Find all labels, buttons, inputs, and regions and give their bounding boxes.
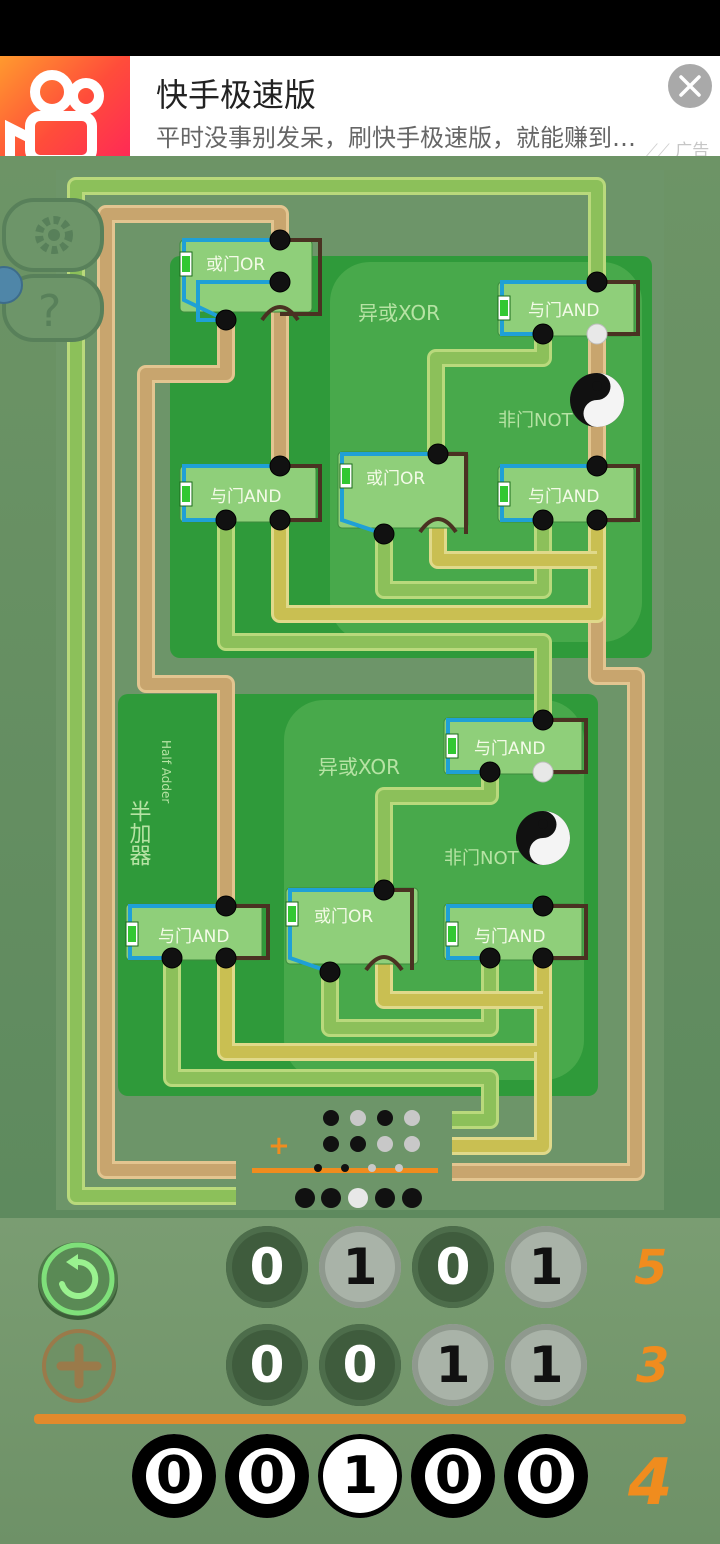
reset-icon (41, 1242, 115, 1316)
gate-label: 与门AND (474, 927, 545, 947)
result-value: 4 (628, 1446, 673, 1520)
gear-icon[interactable] (2, 198, 104, 272)
battery-icons (125, 251, 511, 947)
game-board: 或门OR 与门AND 与门AND 或门OR 与门AND 与门AND 与门AND … (0, 156, 720, 1218)
sum-line (34, 1414, 686, 1424)
circuit-svg: 或门OR 与门AND 与门AND 或门OR 与门AND 与门AND 与门AND … (0, 156, 720, 1218)
mini-result (295, 1188, 422, 1208)
result-bit-1: 0 (504, 1434, 588, 1518)
not-label: 非门NOT (444, 848, 520, 869)
gate-label: 或门OR (314, 907, 373, 927)
half-adder-label-en: Half Adder (159, 740, 173, 803)
result-bit-4: 1 (318, 1434, 402, 1518)
input-b-bit-1[interactable]: 1 (505, 1324, 587, 1406)
result-bit-2: 0 (411, 1434, 495, 1518)
input-a-bit-2[interactable]: 0 (412, 1226, 494, 1308)
xor-label: 异或XOR (358, 301, 440, 325)
plus-icon (42, 1329, 116, 1403)
gate-or-2 (337, 451, 469, 529)
input-b-bit-4[interactable]: 0 (319, 1324, 401, 1406)
input-b-bit-2[interactable]: 1 (412, 1324, 494, 1406)
gate-label: 与门AND (474, 739, 545, 759)
add-button[interactable] (40, 1328, 118, 1404)
half-adder-label: 半加器 Half Adder (126, 740, 174, 866)
gate-label: 与门AND (528, 487, 599, 507)
input-a-bit-1[interactable]: 1 (505, 1226, 587, 1308)
ad-banner[interactable]: 快手极速版 平时没事别发呆，刷快手极速版，就能赚到… ⟋⟋ 广告 (0, 56, 720, 161)
not-gate-icon (516, 811, 570, 865)
wires (67, 177, 645, 1205)
mini-display: + (252, 1110, 438, 1208)
result-bit-16: 0 (132, 1434, 216, 1518)
gate-labels: 或门OR 与门AND 与门AND 或门OR 与门AND 与门AND 与门AND … (158, 255, 599, 947)
close-icon[interactable] (668, 64, 712, 108)
svg-text:?: ? (38, 286, 61, 337)
mini-row-a (323, 1110, 420, 1126)
gate-label: 或门OR (206, 255, 265, 275)
result-bit-8: 0 (225, 1434, 309, 1518)
ad-subtitle[interactable]: 平时没事别发呆，刷快手极速版，就能赚到… (156, 124, 636, 152)
status-bar (0, 0, 720, 56)
not-label: 非门NOT (498, 410, 574, 431)
mini-row-b (323, 1136, 420, 1152)
gate-boxes (125, 238, 640, 974)
gate-label: 与门AND (158, 927, 229, 947)
ad-title[interactable]: 快手极速版 (156, 76, 317, 114)
gate-label: 与门AND (210, 487, 281, 507)
gate-label: 或门OR (366, 469, 425, 489)
floating-bubble-icon[interactable] (0, 266, 23, 304)
xor-label: 异或XOR (318, 755, 400, 779)
reset-button[interactable] (38, 1242, 118, 1316)
input-a-value: 5 (634, 1240, 668, 1296)
gate-label: 与门AND (528, 301, 599, 321)
mini-plus: + (268, 1131, 290, 1161)
node-balls (161, 229, 608, 983)
control-panel: 0 1 0 1 5 0 0 1 1 3 0 0 1 0 0 4 (0, 1218, 720, 1544)
input-b-value: 3 (636, 1338, 670, 1394)
input-b-bit-8[interactable]: 0 (226, 1324, 308, 1406)
input-a-bit-8[interactable]: 0 (226, 1226, 308, 1308)
input-a-bit-4[interactable]: 1 (319, 1226, 401, 1308)
not-gate-icon (570, 373, 624, 427)
half-adder-label-cn: 半加器 (126, 800, 152, 866)
question-icon[interactable]: ? (2, 274, 104, 342)
kuaishou-logo-icon[interactable] (0, 56, 130, 156)
